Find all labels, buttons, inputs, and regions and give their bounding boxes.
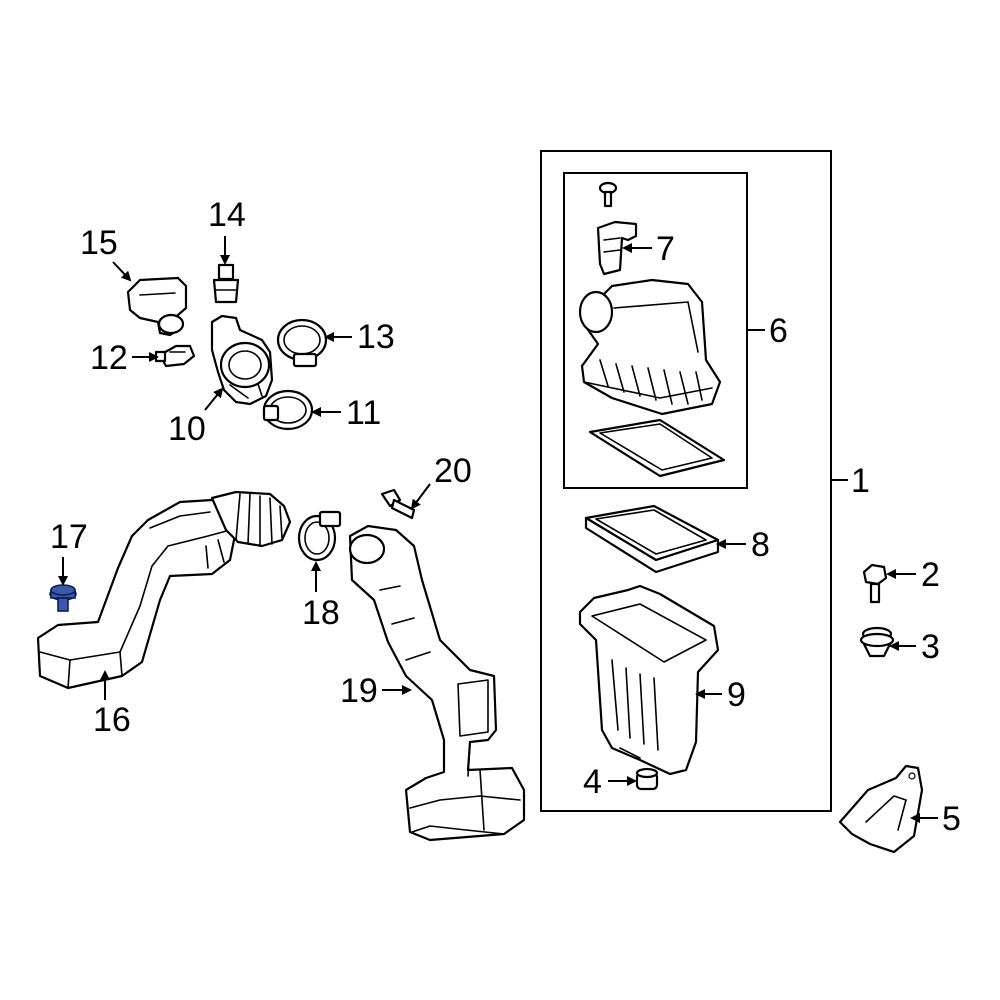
part-12-clip xyxy=(154,344,196,368)
part-11-clamp xyxy=(262,389,314,431)
part-9-housing xyxy=(578,584,720,776)
callout-1: 1 xyxy=(851,462,870,500)
part-18-clamp xyxy=(297,510,342,562)
callout-19: 19 xyxy=(340,672,378,710)
part-3-grommet xyxy=(859,626,895,658)
part-14-fitting xyxy=(212,263,240,304)
callout-8: 8 xyxy=(751,526,770,564)
callout-18: 18 xyxy=(302,594,340,632)
part-6-cover xyxy=(578,278,722,416)
part-13-clamp xyxy=(276,318,328,368)
part-4-grommet xyxy=(635,767,659,791)
part-8-filter xyxy=(584,504,720,574)
callout-16: 16 xyxy=(93,701,131,739)
callout-12: 12 xyxy=(90,339,128,377)
callout-10: 10 xyxy=(168,410,206,448)
callout-9: 9 xyxy=(727,676,746,714)
callout-13: 13 xyxy=(357,318,395,356)
callout-11: 11 xyxy=(346,394,381,432)
leader-15 xyxy=(112,261,132,282)
part-16-hose xyxy=(210,490,292,548)
callout-20: 20 xyxy=(434,452,472,490)
leader-10 xyxy=(204,387,224,411)
callout-15: 15 xyxy=(80,224,118,262)
part-5-bracket xyxy=(838,764,924,854)
part-6-screw xyxy=(598,181,618,208)
leader-20 xyxy=(410,483,431,510)
part-2-bolt xyxy=(862,563,888,604)
callout-5: 5 xyxy=(942,800,961,838)
callout-14: 14 xyxy=(208,196,246,234)
part-6-gasket xyxy=(588,418,726,478)
part-7-sensor xyxy=(596,220,638,276)
part-20-bolt xyxy=(380,488,416,520)
callout-7: 7 xyxy=(656,230,675,268)
callout-17: 17 xyxy=(50,518,88,556)
callout-4: 4 xyxy=(583,763,602,801)
callout-2: 2 xyxy=(921,556,940,594)
callout-6: 6 xyxy=(769,312,788,350)
part-10-connector xyxy=(210,314,274,406)
part-17-bolt-highlighted[interactable] xyxy=(49,584,77,612)
part-19-resonator xyxy=(348,524,526,842)
callout-3: 3 xyxy=(921,628,940,666)
part-15-elbow xyxy=(126,276,188,337)
